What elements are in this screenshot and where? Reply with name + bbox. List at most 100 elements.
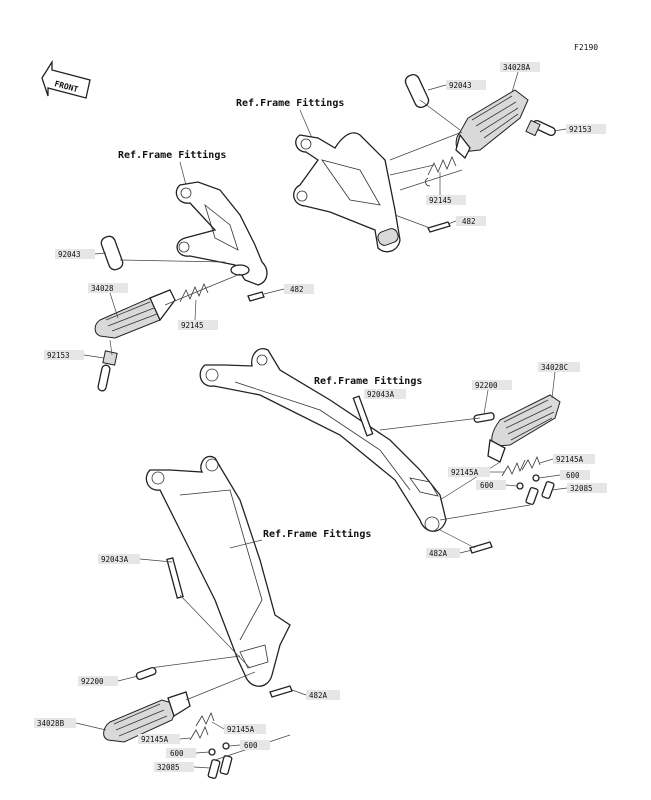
svg-text:92200: 92200 <box>81 677 104 686</box>
bushing-92043-upper <box>404 73 430 109</box>
part-label[interactable]: 600 <box>166 748 210 758</box>
part-label[interactable]: 482A <box>426 548 473 558</box>
part-label[interactable]: 92200 <box>78 675 139 686</box>
part-label[interactable]: 92043A <box>98 554 173 564</box>
part-label[interactable]: 92043 <box>427 80 486 91</box>
part-label[interactable]: 92043A <box>364 389 406 399</box>
svg-text:92145A: 92145A <box>451 468 479 477</box>
part-label[interactable]: 92145A <box>539 454 595 464</box>
diagram-code: F2190 <box>574 43 598 52</box>
part-label[interactable]: 92145A <box>211 721 266 734</box>
svg-text:600: 600 <box>480 481 494 490</box>
part-label[interactable]: 92200 <box>472 380 512 415</box>
svg-text:92153: 92153 <box>569 125 592 134</box>
svg-text:92043: 92043 <box>449 81 472 90</box>
pin-92200-right <box>473 412 495 423</box>
part-label[interactable]: 32085 <box>154 762 211 772</box>
ball-600-right-1 <box>516 482 524 490</box>
spring-92145-left <box>179 282 209 303</box>
svg-text:34028: 34028 <box>91 284 114 293</box>
pin-92153-upper <box>525 119 556 137</box>
part-label[interactable]: 92153 <box>553 124 606 134</box>
part-label[interactable]: 34028C <box>538 362 580 399</box>
svg-text:92145A: 92145A <box>141 735 169 744</box>
spring-92145-upper <box>425 155 457 187</box>
svg-text:92145A: 92145A <box>556 455 584 464</box>
svg-text:32085: 32085 <box>570 484 593 493</box>
frame-bracket-upper-right <box>293 132 401 253</box>
part-label[interactable]: 482A <box>291 689 340 700</box>
cotter-pin-482A-right <box>469 541 493 554</box>
svg-text:600: 600 <box>244 741 258 750</box>
cotter-pin-482-upper <box>427 221 451 233</box>
front-left-bracket-group: Ref.Frame Fittings <box>94 149 268 392</box>
footpeg-34028 <box>94 289 176 339</box>
spring-92145A-right-2 <box>521 455 541 471</box>
svg-text:482A: 482A <box>309 691 328 700</box>
bolt-92043A-left <box>166 557 184 599</box>
frame-bracket-rear-left <box>145 455 291 687</box>
frame-bracket-upper-left <box>175 181 268 286</box>
svg-text:92145: 92145 <box>429 196 452 205</box>
part-label[interactable]: 600 <box>476 480 518 490</box>
part-label[interactable]: 34028B <box>34 718 107 731</box>
spring-92145A-right-1 <box>501 459 526 477</box>
part-label[interactable]: 482 <box>263 284 314 295</box>
part-label[interactable]: 600 <box>228 740 270 750</box>
svg-text:32085: 32085 <box>157 763 180 772</box>
cotter-pin-482A-left <box>269 685 293 698</box>
footpeg-34028B <box>103 691 191 743</box>
front-arrow-icon: FRONT <box>41 59 91 99</box>
part-label[interactable]: 92145 <box>426 172 466 205</box>
bolt-92043A-right <box>352 395 374 437</box>
ref-label-3: Ref.Frame Fittings <box>314 375 422 387</box>
svg-text:92145: 92145 <box>181 321 204 330</box>
part-label[interactable]: 482 <box>447 216 486 226</box>
svg-text:92153: 92153 <box>47 351 70 360</box>
svg-text:482: 482 <box>290 285 304 294</box>
svg-text:92043: 92043 <box>58 250 81 259</box>
bushing-92043-left <box>100 235 124 271</box>
guide-32085-right <box>525 481 555 505</box>
part-label[interactable]: 34028A <box>500 62 540 93</box>
spring-92145A-left-2 <box>195 711 215 727</box>
pin-92200-left <box>135 666 157 680</box>
front-right-bracket-group: Ref.Frame Fittings <box>236 73 556 253</box>
svg-text:92145A: 92145A <box>227 725 255 734</box>
frame-bracket-rear-right <box>199 348 447 532</box>
guide-32085-left <box>207 755 233 779</box>
svg-text:92200: 92200 <box>475 381 498 390</box>
part-label[interactable]: 92145 <box>178 299 218 330</box>
part-label[interactable]: 34028 <box>88 283 128 319</box>
ref-label-1: Ref.Frame Fittings <box>236 97 344 109</box>
ball-600-left-1 <box>208 748 216 756</box>
svg-text:482A: 482A <box>429 549 448 558</box>
part-label[interactable]: 92153 <box>44 350 105 360</box>
footpeg-34028A <box>455 89 529 160</box>
spring-92145A-left-1 <box>189 725 209 741</box>
ref-label-2: Ref.Frame Fittings <box>118 149 226 161</box>
part-label[interactable]: 92145A <box>448 467 504 477</box>
svg-text:92043A: 92043A <box>367 390 395 399</box>
svg-text:34028C: 34028C <box>541 363 568 372</box>
part-label[interactable]: 92145A <box>138 734 191 744</box>
pin-92153-left <box>97 350 118 392</box>
part-label[interactable]: 92043 <box>55 249 107 259</box>
svg-text:600: 600 <box>566 471 580 480</box>
ref-label-4: Ref.Frame Fittings <box>263 528 371 540</box>
ball-600-left-2 <box>222 742 230 750</box>
svg-text:600: 600 <box>170 749 184 758</box>
part-label[interactable]: 32085 <box>551 483 607 493</box>
part-labels: 92043 34028A 92153 92145 482 92043 34028… <box>34 62 607 772</box>
svg-text:482: 482 <box>462 217 476 226</box>
part-label[interactable]: 600 <box>538 470 590 480</box>
svg-text:92043A: 92043A <box>101 555 129 564</box>
rear-right-bracket-group: Ref.Frame Fittings <box>199 348 561 554</box>
ball-600-right-2 <box>532 474 540 482</box>
rear-left-bracket-group: Ref.Frame Fittings <box>103 455 371 779</box>
svg-text:34028B: 34028B <box>37 719 65 728</box>
svg-text:34028A: 34028A <box>503 63 531 72</box>
footpeg-34028C <box>487 394 561 463</box>
cotter-pin-482-left <box>247 291 265 302</box>
